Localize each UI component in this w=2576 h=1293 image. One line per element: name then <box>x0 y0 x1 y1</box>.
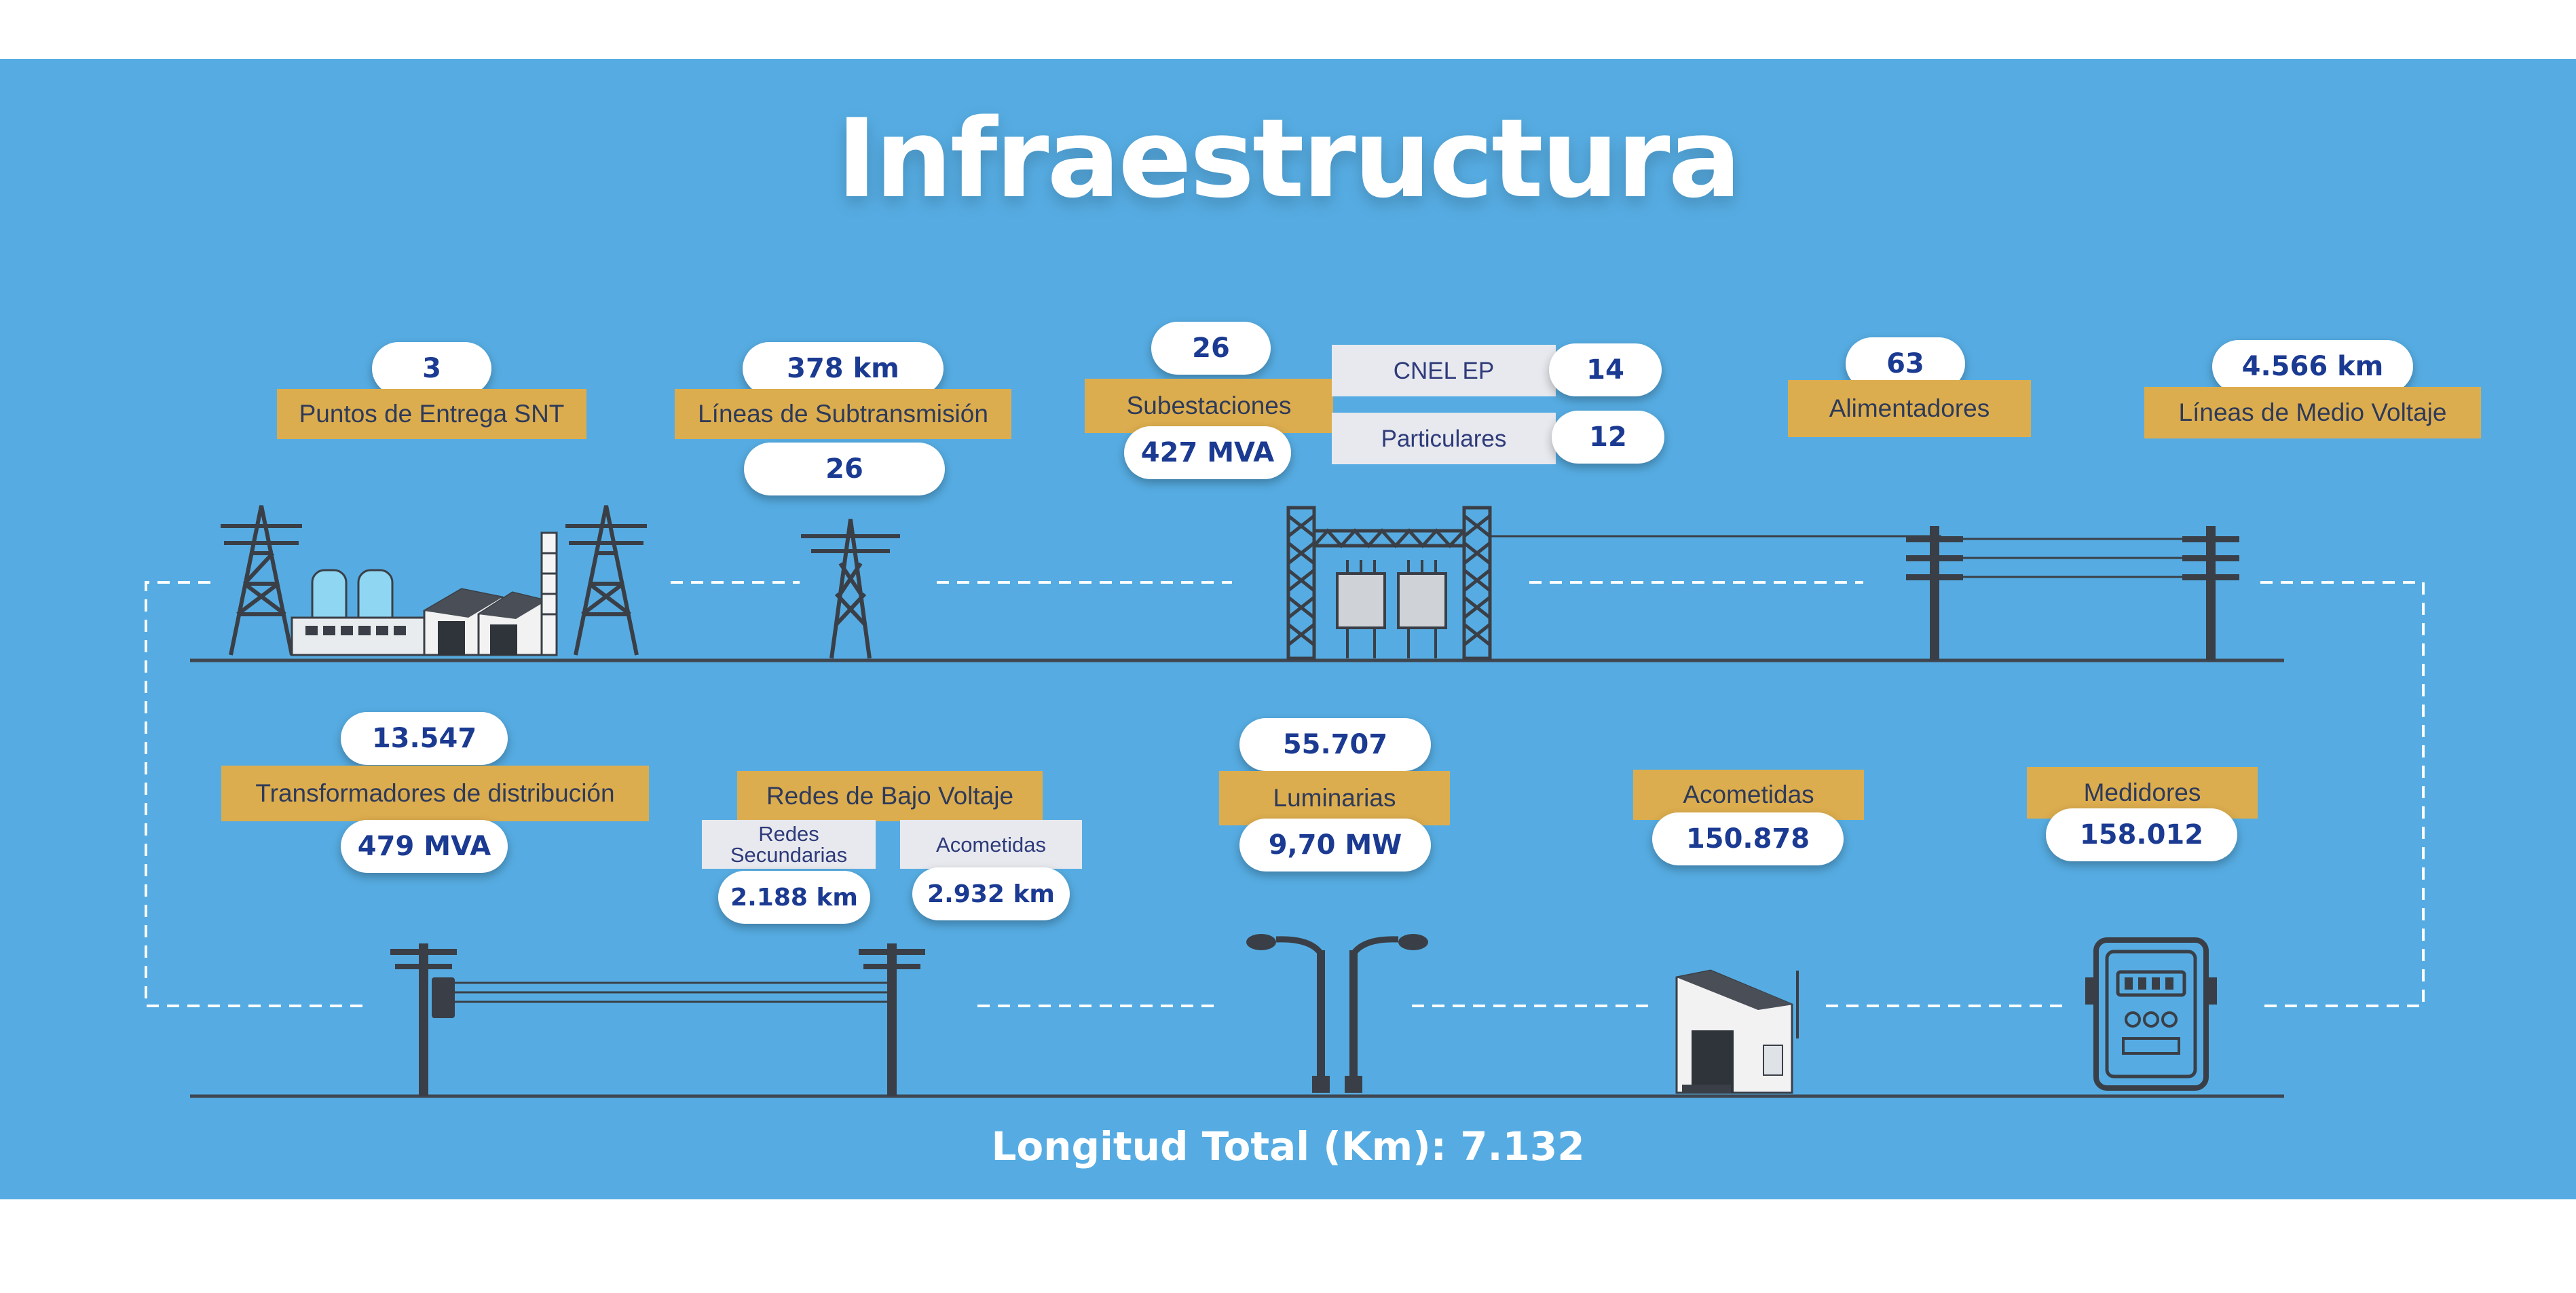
acometidas-label: Acometidas <box>1633 770 1864 820</box>
puntos-value: 3 <box>372 342 491 395</box>
power-plant-icon <box>221 505 647 656</box>
redes-secundarias-value: 2.188 km <box>718 871 870 924</box>
alimentadores-label: Alimentadores <box>1788 380 2031 437</box>
luminarias-value: 55.707 <box>1239 718 1431 771</box>
redes-secundarias-label: Redes Secundarias <box>702 820 876 869</box>
house-icon <box>1675 969 1799 1094</box>
medio-voltaje-label: Líneas de Medio Voltaje <box>2144 387 2481 438</box>
page-title: Infraestructura <box>836 95 1741 222</box>
substation-icon <box>1286 506 1941 660</box>
luminarias-power: 9,70 MW <box>1239 819 1431 872</box>
street-lights-icon <box>1246 934 1428 1093</box>
subestaciones-value: 26 <box>1151 322 1271 375</box>
transformadores-value: 13.547 <box>341 712 508 765</box>
particulares-value: 12 <box>1552 411 1664 464</box>
medium-voltage-poles-icon <box>1906 526 2239 660</box>
particulares-label: Particulares <box>1332 413 1556 464</box>
transformadores-label: Transformadores de distribución <box>221 766 649 821</box>
acometidas-km-label: Acometidas <box>900 820 1082 869</box>
bajo-voltaje-label: Redes de Bajo Voltaje <box>737 771 1043 821</box>
acometidas-km-value: 2.932 km <box>912 867 1070 920</box>
subestaciones-capacity: 427 MVA <box>1124 426 1291 479</box>
cnel-ep-label: CNEL EP <box>1332 345 1556 396</box>
redes-line1: Redes <box>758 822 819 846</box>
electric-meter-icon <box>2085 937 2217 1091</box>
transformadores-capacity: 479 MVA <box>341 820 508 873</box>
total-length: Longitud Total (Km): 7.132 <box>991 1123 1585 1169</box>
medidores-value: 158.012 <box>2046 808 2237 861</box>
subestaciones-label: Subestaciones <box>1085 379 1333 433</box>
subtransmision-value: 378 km <box>743 342 944 395</box>
distribution-transformer-poles-icon <box>390 943 925 1096</box>
luminarias-label: Luminarias <box>1219 771 1450 825</box>
subtransmision-count: 26 <box>744 443 945 495</box>
subtransmision-label: Líneas de Subtransmisión <box>675 389 1011 439</box>
acometidas-value: 150.878 <box>1652 812 1844 865</box>
medio-voltaje-value: 4.566 km <box>2212 340 2413 393</box>
transmission-tower-icon <box>801 519 900 659</box>
redes-line2: Secundarias <box>730 843 848 867</box>
dashed-connectors <box>145 581 2425 1007</box>
puntos-label: Puntos de Entrega SNT <box>277 389 586 439</box>
cnel-ep-value: 14 <box>1549 343 1662 396</box>
